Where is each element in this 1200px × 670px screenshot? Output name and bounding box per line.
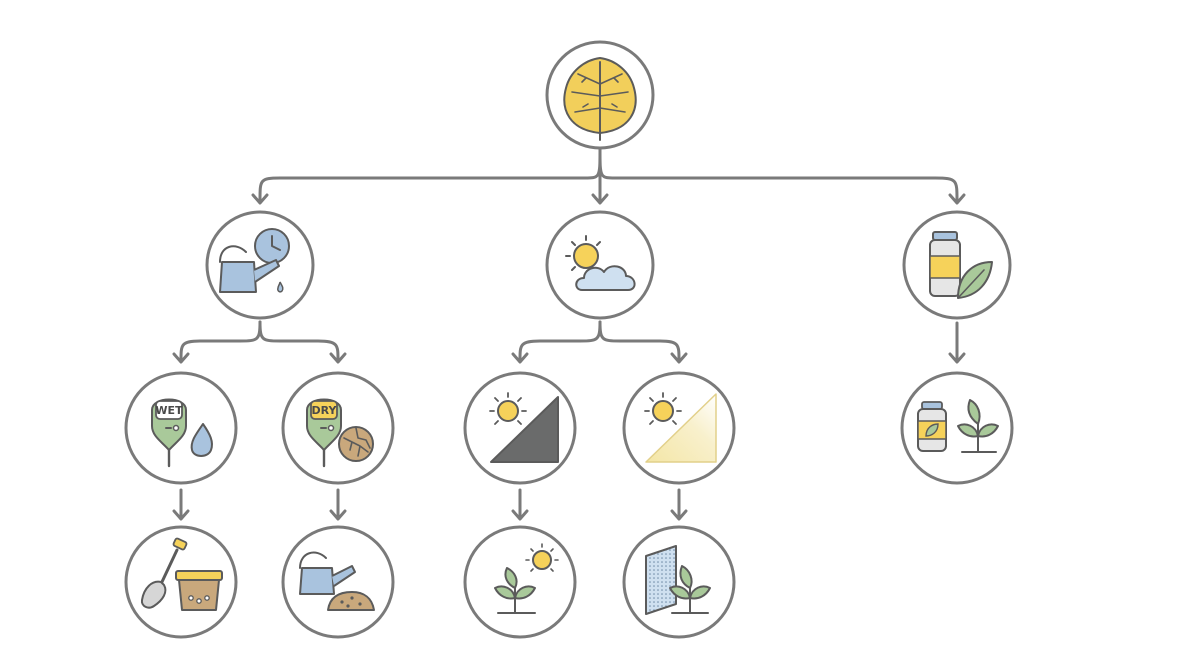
dry-label: DRY xyxy=(312,404,338,417)
sun-bright-light-icon xyxy=(644,392,717,463)
node-water-soil xyxy=(281,525,395,639)
fertilizer-seedling-icon xyxy=(917,399,999,453)
connector-watering-to-dry xyxy=(258,320,340,362)
connector-root-to-fertilizer xyxy=(598,148,959,202)
connector-root-to-watering xyxy=(258,148,602,202)
fertilizer-bottle-leaf-icon xyxy=(929,231,993,299)
wet-label: WET xyxy=(155,404,183,417)
node-move-to-sun xyxy=(463,525,577,639)
shovel-pot-icon xyxy=(140,537,223,611)
node-fertilizer xyxy=(902,210,1012,320)
watering-can-soil-icon xyxy=(299,551,375,611)
node-watering xyxy=(205,210,315,320)
connector-light-to-bright xyxy=(598,320,681,362)
sun-shade-icon xyxy=(489,392,559,463)
moisture-meter-wet-icon: WET xyxy=(151,398,213,468)
sheer-curtain-seedling-icon xyxy=(645,545,711,615)
node-root xyxy=(545,40,655,150)
node-low-light xyxy=(463,371,577,485)
sun-cloud-icon xyxy=(565,235,636,291)
node-soil-dry: DRY xyxy=(281,371,395,485)
node-wait-drain xyxy=(124,525,238,639)
connector-watering-to-wet xyxy=(179,320,262,362)
monstera-leaf-icon xyxy=(563,57,637,141)
watering-can-clock-icon xyxy=(219,228,290,293)
moisture-meter-dry-icon: DRY xyxy=(306,398,374,468)
connectors xyxy=(172,148,966,521)
seedling-sun-icon xyxy=(494,543,559,614)
node-bright-light xyxy=(622,371,736,485)
connector-light-to-low xyxy=(518,320,602,362)
node-fertilize-plant xyxy=(900,371,1014,485)
node-light xyxy=(545,210,655,320)
node-filter-light xyxy=(622,525,736,639)
node-soil-wet: WET xyxy=(124,371,238,485)
